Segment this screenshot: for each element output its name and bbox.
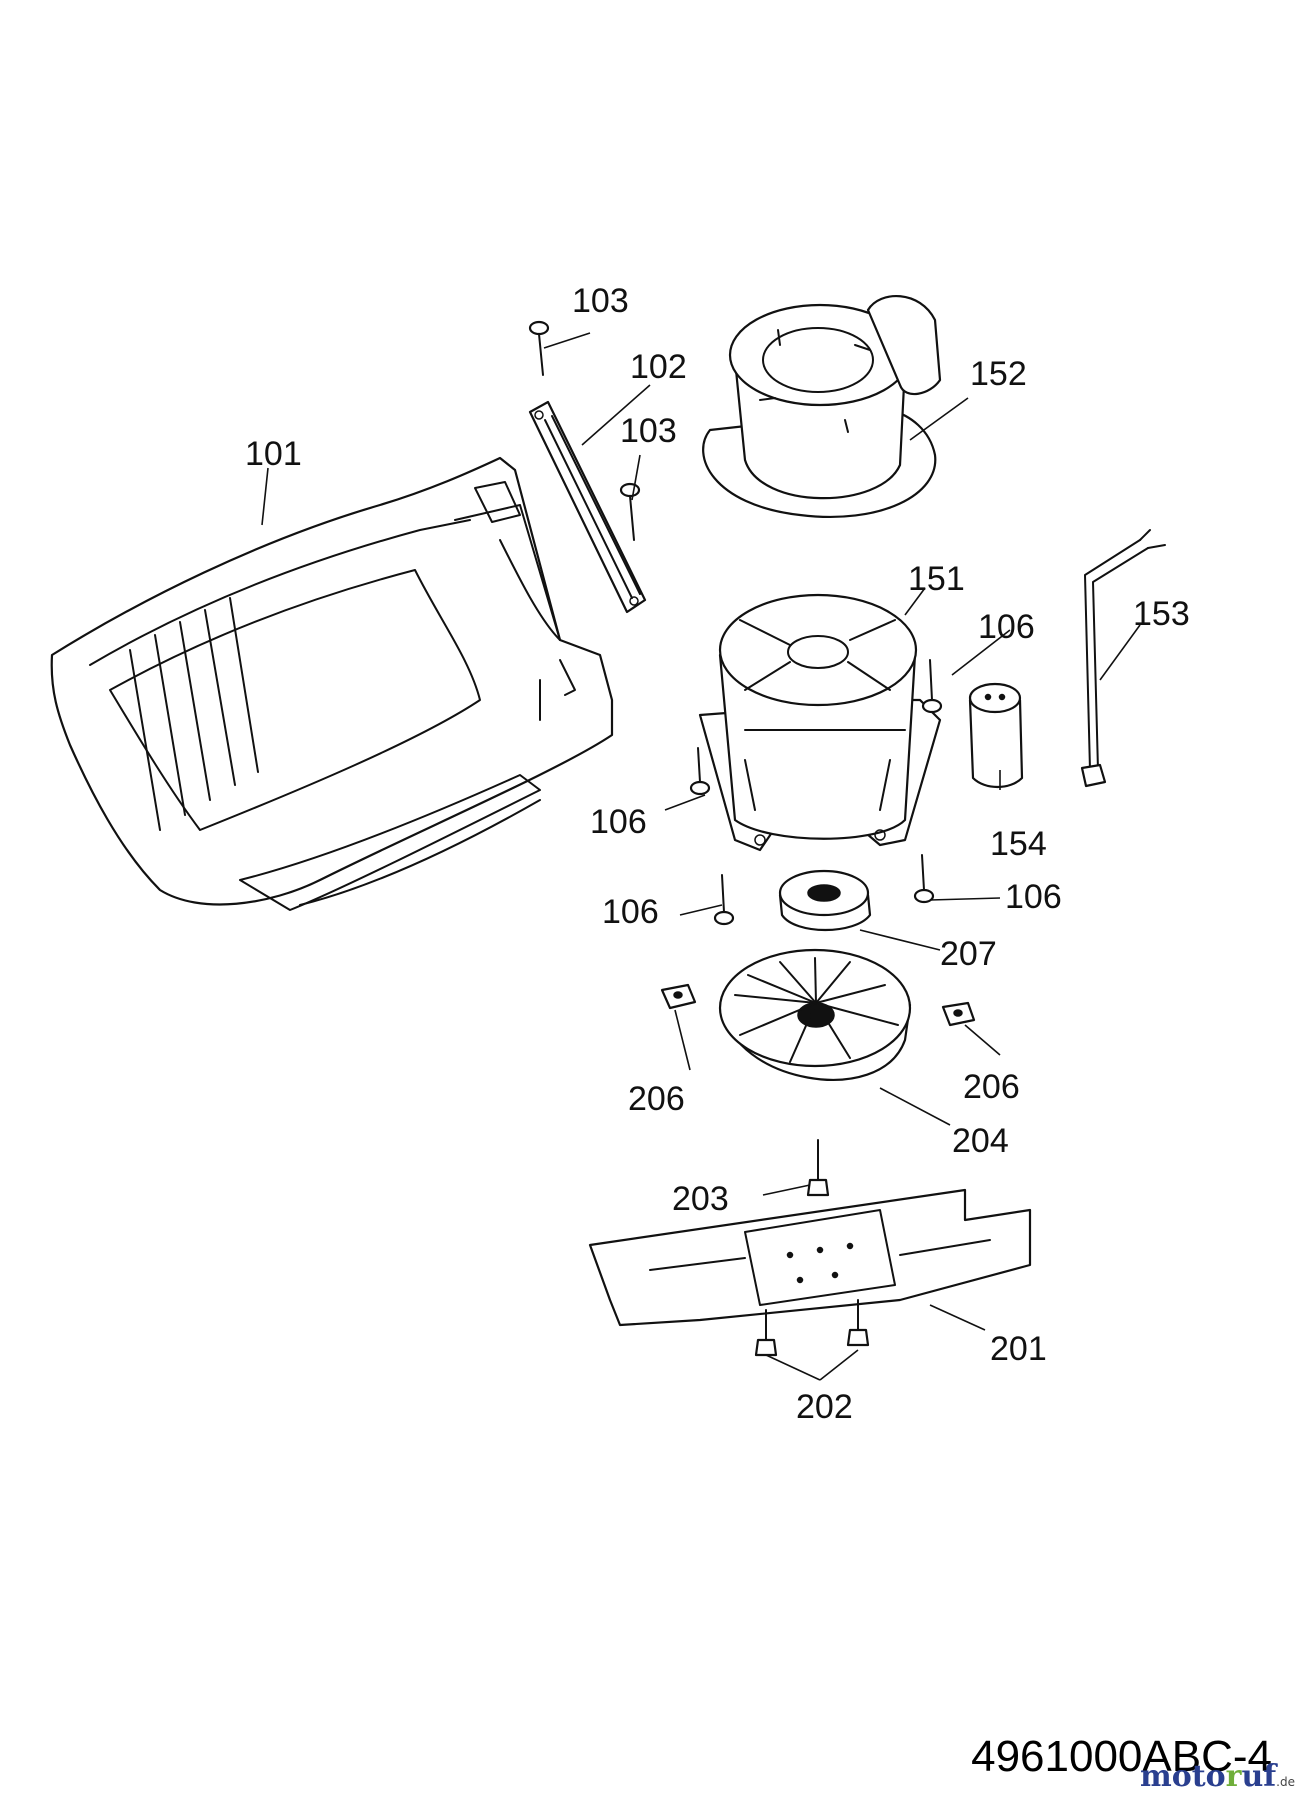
callout-203: 203 (672, 1180, 729, 1218)
callout-151: 151 (908, 560, 965, 598)
callout-153: 153 (1133, 595, 1190, 633)
part-106-screw-c (713, 874, 735, 926)
callout-152: 152 (970, 355, 1027, 393)
part-151-motor (698, 593, 942, 852)
part-103-screw-mid (619, 482, 641, 541)
callout-206-left: 206 (628, 1080, 685, 1118)
callout-201: 201 (990, 1330, 1047, 1368)
part-106-screw-b (689, 747, 711, 796)
watermark-part3: uf (1241, 1759, 1277, 1794)
callout-204: 204 (952, 1122, 1009, 1160)
part-153-cable (1080, 529, 1166, 788)
callout-106-b: 106 (590, 803, 647, 841)
part-102-bracket (528, 400, 647, 614)
watermark-part2: r (1225, 1759, 1242, 1794)
callout-106-a: 106 (978, 608, 1035, 646)
callout-106-d: 106 (1005, 878, 1062, 916)
watermark-part1: moto (1140, 1759, 1226, 1794)
part-106-screw-a (921, 659, 943, 714)
part-206-nut-right (941, 1001, 976, 1027)
watermark-tld: .de (1276, 1775, 1295, 1789)
callout-103-mid: 103 (620, 412, 677, 450)
drawing-number: 4961000ABC-4 (971, 1732, 1272, 1781)
part-106-screw-d (913, 854, 935, 904)
part-206-nut-left (660, 983, 697, 1010)
part-101-housing (50, 456, 614, 911)
watermark-logo: motoruf.de (1140, 1759, 1295, 1794)
part-203-bolt (806, 1139, 830, 1197)
callout-202: 202 (796, 1388, 853, 1426)
callout-207: 207 (940, 935, 997, 973)
part-202-bolt-left (754, 1309, 778, 1357)
callout-101: 101 (245, 435, 302, 473)
callout-106-c: 106 (602, 893, 659, 931)
part-202-bolt-right (846, 1299, 870, 1347)
part-154-capacitor (968, 682, 1024, 789)
callout-103-top: 103 (572, 282, 629, 320)
part-207-bearing (778, 869, 872, 931)
part-103-screw-top (528, 320, 550, 376)
callout-154: 154 (990, 825, 1047, 863)
leader-lines (261, 332, 1141, 1381)
callout-labels: 101 102 103 103 106 106 106 106 151 152 … (245, 282, 1190, 1426)
part-201-blade (588, 1188, 1032, 1327)
part-152-fan-hood (702, 295, 942, 519)
callout-102: 102 (630, 348, 687, 386)
callout-206-right: 206 (963, 1068, 1020, 1106)
part-204-fan (718, 948, 912, 1081)
